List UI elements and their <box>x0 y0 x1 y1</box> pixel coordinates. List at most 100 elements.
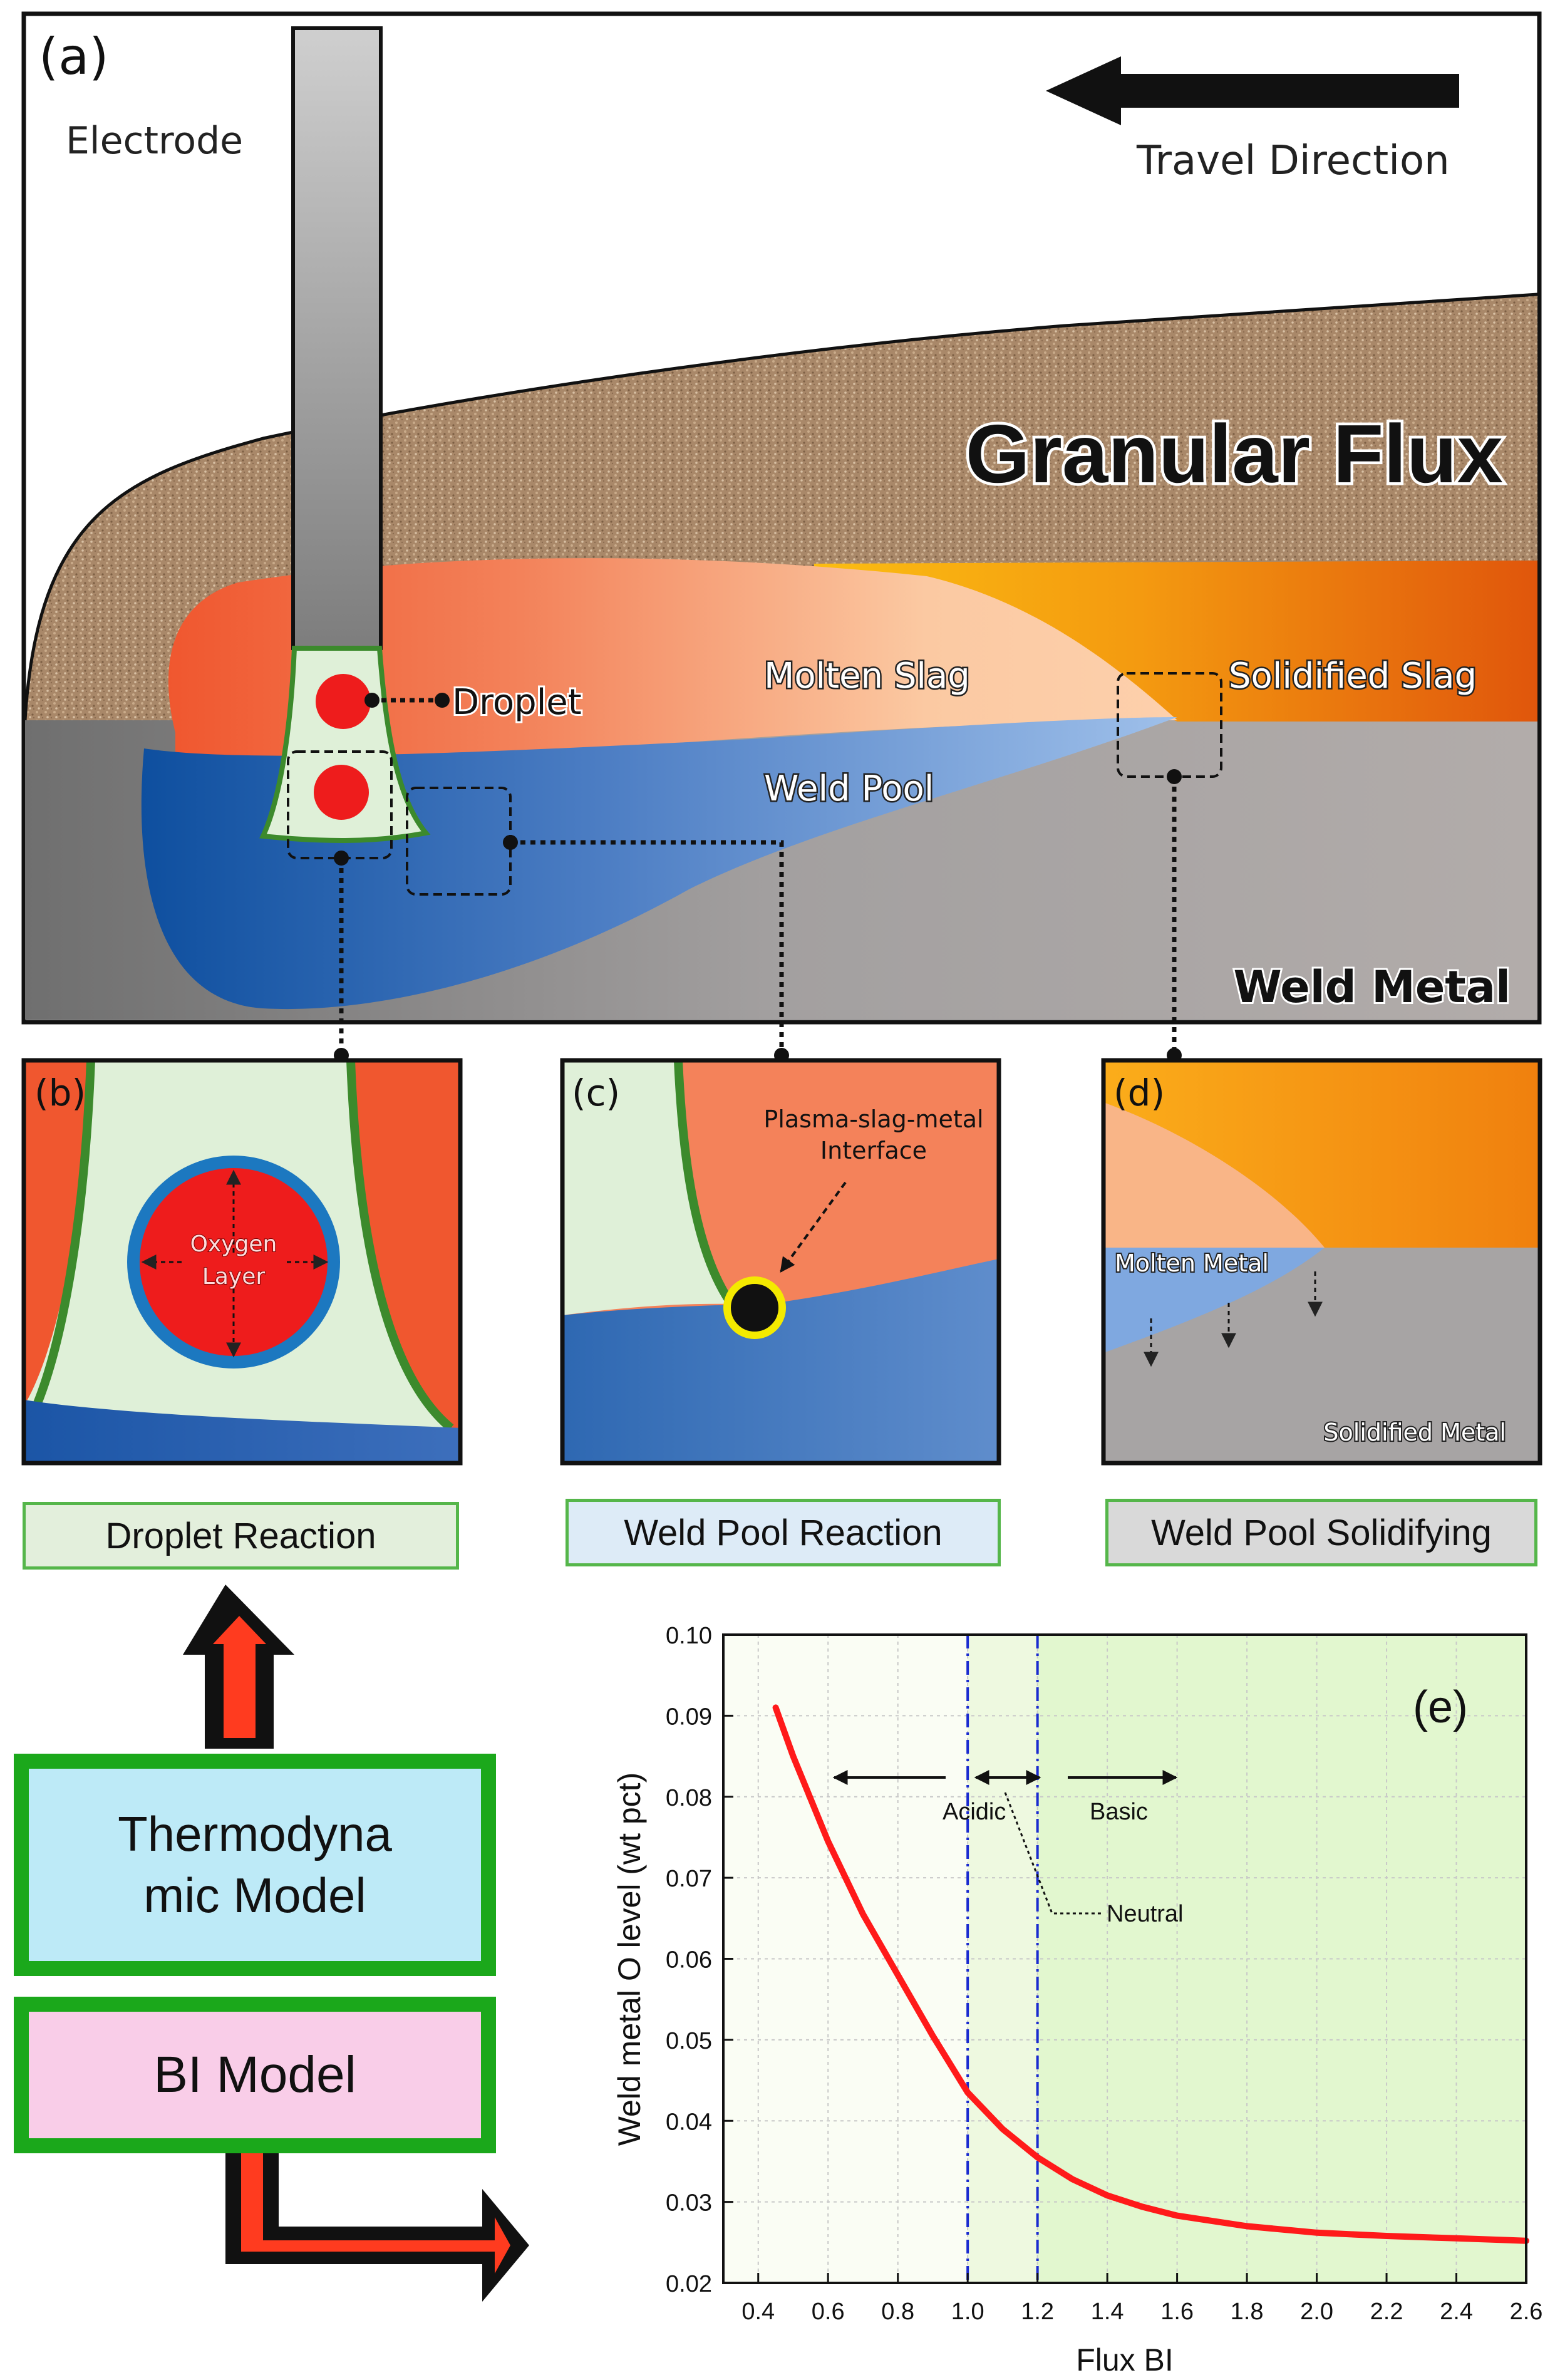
weld-pool-label: Weld Pool <box>764 768 934 809</box>
x-tick-label: 1.2 <box>1021 2299 1054 2325</box>
x-tick-label: 2.0 <box>1300 2299 1333 2325</box>
interface-point <box>723 1276 786 1339</box>
panel-b-frame <box>21 1058 463 1466</box>
x-axis-label: Flux BI <box>1076 2342 1174 2377</box>
solidified-slag-label: Solidified Slag <box>1229 656 1477 696</box>
basic-label: Basic <box>1090 1799 1148 1825</box>
panel-d: Molten Metal Solidified Metal (d) <box>1101 1058 1542 1466</box>
y-tick-label: 0.04 <box>666 2109 712 2135</box>
x-tick-label: 0.4 <box>741 2299 775 2325</box>
molten-metal-label: Molten Metal <box>1115 1250 1269 1277</box>
y-axis-label: Weld metal O level (wt pct) <box>612 1772 647 2146</box>
x-tick-label: 2.6 <box>1510 2299 1543 2325</box>
oxygen-label-line1: Oxygen <box>190 1231 277 1257</box>
travel-direction-label: Travel Direction <box>1136 138 1450 184</box>
x-tick-label: 1.8 <box>1231 2299 1264 2325</box>
molten-slag-label: Molten Slag <box>764 656 970 696</box>
droplet-leader-end <box>435 693 450 708</box>
connector-d-dot-top <box>1167 769 1182 784</box>
panel-c-tag: (c) <box>572 1072 620 1114</box>
chart-panel-tag: (e) <box>1413 1682 1468 1732</box>
oxygen-label-line2: Layer <box>202 1264 266 1290</box>
y-tick-label: 0.03 <box>666 2190 712 2217</box>
acidic-label: Acidic <box>943 1799 1006 1825</box>
panel-a-tag: (a) <box>39 28 108 86</box>
panel-b-weld-pool <box>24 1400 462 1463</box>
y-tick-label: 0.07 <box>666 1866 712 1892</box>
panel-d-tag: (d) <box>1113 1072 1165 1114</box>
chart-e: Acidic Neutral Basic 0.4 0.6 0.8 1.0 1.2 1.4 1… <box>612 1623 1542 2377</box>
weld-pool-reaction-label: Weld Pool Reaction <box>624 1512 943 1553</box>
x-tick-labels: 0.4 0.6 0.8 1.0 1.2 1.4 1.6 1.8 2.0 2.2 2.4 2.6 <box>741 2299 1542 2325</box>
y-tick-label: 0.05 <box>666 2028 712 2054</box>
chart-ticks <box>723 1633 1527 2284</box>
electrode-label: Electrode <box>66 119 243 163</box>
granular-flux-label: Granular Flux <box>966 408 1503 500</box>
zoom-box-b <box>287 750 393 859</box>
panel-c-weld-pool <box>562 1259 999 1463</box>
y-tick-label: 0.09 <box>666 1704 712 1730</box>
molten-slag-region <box>168 558 1177 789</box>
x-tick-label: 0.6 <box>812 2299 845 2325</box>
y-tick-label: 0.02 <box>666 2271 712 2297</box>
elbow-arrow-fill <box>241 2147 510 2274</box>
connector-c-dot-top <box>503 835 518 850</box>
connector-b-dot-top <box>334 851 349 866</box>
bi-model-box: BI Model <box>14 1997 496 2153</box>
droplet-reaction-label: Droplet Reaction <box>105 1515 376 1556</box>
panel-b: Oxygen Layer (b) <box>21 1058 463 1466</box>
panel-b-tag: (b) <box>34 1072 86 1114</box>
up-arrow-fill <box>213 1616 266 1738</box>
arc-plasma-region <box>259 646 431 843</box>
x-tick-label: 1.6 <box>1160 2299 1194 2325</box>
x-tick-label: 1.0 <box>951 2299 984 2325</box>
panel-c-plasma <box>562 1060 731 1315</box>
bi-model-label: BI Model <box>153 2046 356 2103</box>
electrode <box>291 26 383 650</box>
droplet-leader-dot <box>364 693 380 708</box>
weld-pool-solidifying-box: Weld Pool Solidifying <box>1105 1499 1537 1566</box>
droplet-bottom <box>314 765 369 820</box>
panel-a: (a) Electrode Travel Direction Granular … <box>21 11 1542 1063</box>
y-tick-label: 0.08 <box>666 1785 712 1811</box>
interface-label-line1: Plasma-slag-metal <box>763 1105 983 1133</box>
neutral-label: Neutral <box>1107 1901 1184 1927</box>
panel-c-frame <box>560 1058 1001 1466</box>
region-acidic-bg <box>723 1635 968 2283</box>
x-tick-label: 2.4 <box>1440 2299 1473 2325</box>
solidified-metal-label: Solidified Metal <box>1323 1419 1506 1446</box>
droplet-label: Droplet <box>452 682 582 723</box>
panel-c-plasma-edge <box>674 1060 735 1307</box>
interface-arrow <box>780 1181 847 1273</box>
weld-pool-reaction-box: Weld Pool Reaction <box>566 1499 1001 1566</box>
x-tick-label: 1.4 <box>1091 2299 1124 2325</box>
oxygen-curve-line <box>772 1704 1529 2244</box>
panel-d-molten-slag <box>1103 1102 1325 1253</box>
thermodynamic-model-line1: Thermodyna <box>118 1806 392 1861</box>
connector-c <box>510 840 784 1055</box>
region-annotations: Acidic Neutral Basic <box>832 1770 1184 1927</box>
droplet-reaction-box: Droplet Reaction <box>23 1502 459 1570</box>
panel-c: Plasma-slag-metal Interface (c) <box>560 1058 1001 1466</box>
panel-b-plasma-edge-right <box>346 1060 454 1432</box>
thermodynamic-model-line2: mic Model <box>143 1867 366 1923</box>
droplet-top <box>316 674 371 729</box>
panel-d-frame <box>1101 1058 1542 1466</box>
thermodynamic-model-box: Thermodyna mic Model <box>14 1754 496 1976</box>
x-tick-label: 0.8 <box>881 2299 914 2325</box>
panel-b-plasma-edge-left <box>33 1060 95 1405</box>
weld-metal-label: Weld Metal <box>1234 961 1511 1013</box>
x-tick-label: 2.2 <box>1370 2299 1403 2325</box>
flux-outline <box>23 292 1538 721</box>
neutral-leader <box>1004 1792 1102 1915</box>
droplet-core <box>140 1168 328 1356</box>
weld-pool-solidifying-label: Weld Pool Solidifying <box>1151 1512 1492 1553</box>
y-tick-label: 0.10 <box>666 1623 712 1649</box>
panel-d-molten-metal <box>1103 1248 1325 1353</box>
travel-direction-arrow <box>1046 56 1459 125</box>
chart-boundaries <box>966 1635 1039 2283</box>
interface-label-line2: Interface <box>820 1137 927 1164</box>
elbow-arrow-outline <box>225 2147 529 2302</box>
y-tick-label: 0.06 <box>666 1947 712 1974</box>
